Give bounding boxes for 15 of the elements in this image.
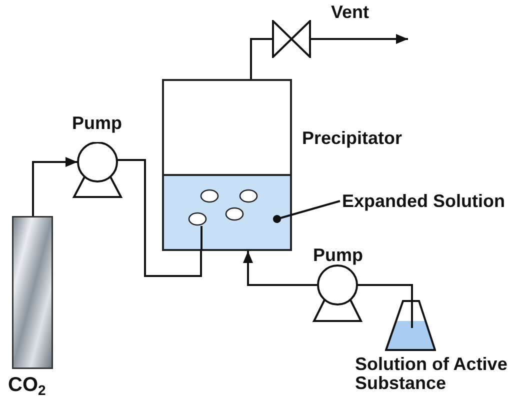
callout-label: Expanded Solution <box>342 191 506 211</box>
liquid <box>164 174 290 249</box>
vessel-label: Precipitator <box>302 128 402 148</box>
vent-arrow <box>311 34 408 44</box>
pump-label: Pump <box>312 245 364 265</box>
pipe-line <box>117 159 202 277</box>
pump-label: Pump <box>70 113 123 133</box>
cylinder-label: CO$_{2}$ <box>8 374 46 396</box>
pipe-line <box>357 284 413 300</box>
valve-icon <box>272 20 311 58</box>
pipe-arrow <box>32 157 78 216</box>
flask-label: Solution of Active Substance <box>355 355 508 393</box>
pipe-line <box>250 38 272 79</box>
pipe-arrow <box>243 251 317 286</box>
leader-line <box>272 200 340 224</box>
